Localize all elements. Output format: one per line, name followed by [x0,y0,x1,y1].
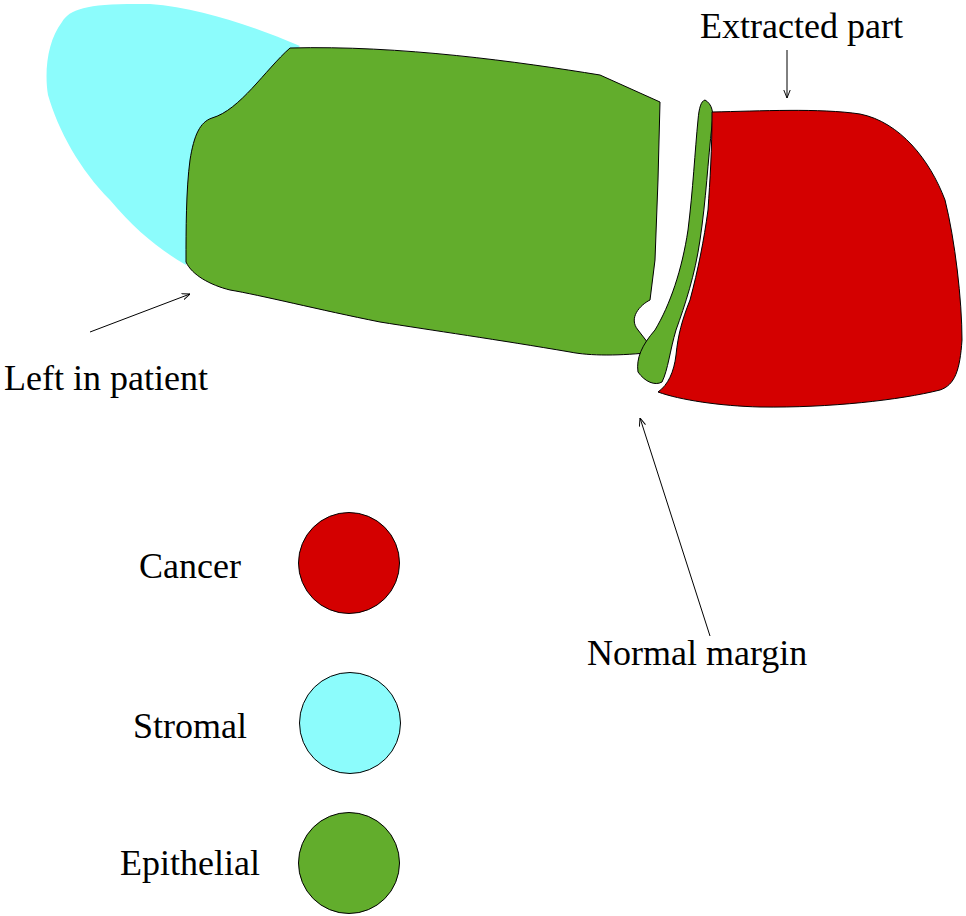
leader-arrow [640,418,710,636]
legend-label: Stromal [133,708,247,744]
leader-arrow [90,294,190,332]
leader-arrow [787,50,788,98]
legend-swatch [299,672,401,774]
callout-label: Extracted part [700,8,903,44]
legend-label: Epithelial [120,845,260,881]
legend-swatch [298,512,400,614]
legend-label: Cancer [139,548,241,584]
legend-swatch [298,812,400,914]
cancer-region [658,110,962,407]
epithelial-region [186,48,660,355]
callout-label: Normal margin [587,635,807,671]
callout-label: Left in patient [4,360,208,396]
